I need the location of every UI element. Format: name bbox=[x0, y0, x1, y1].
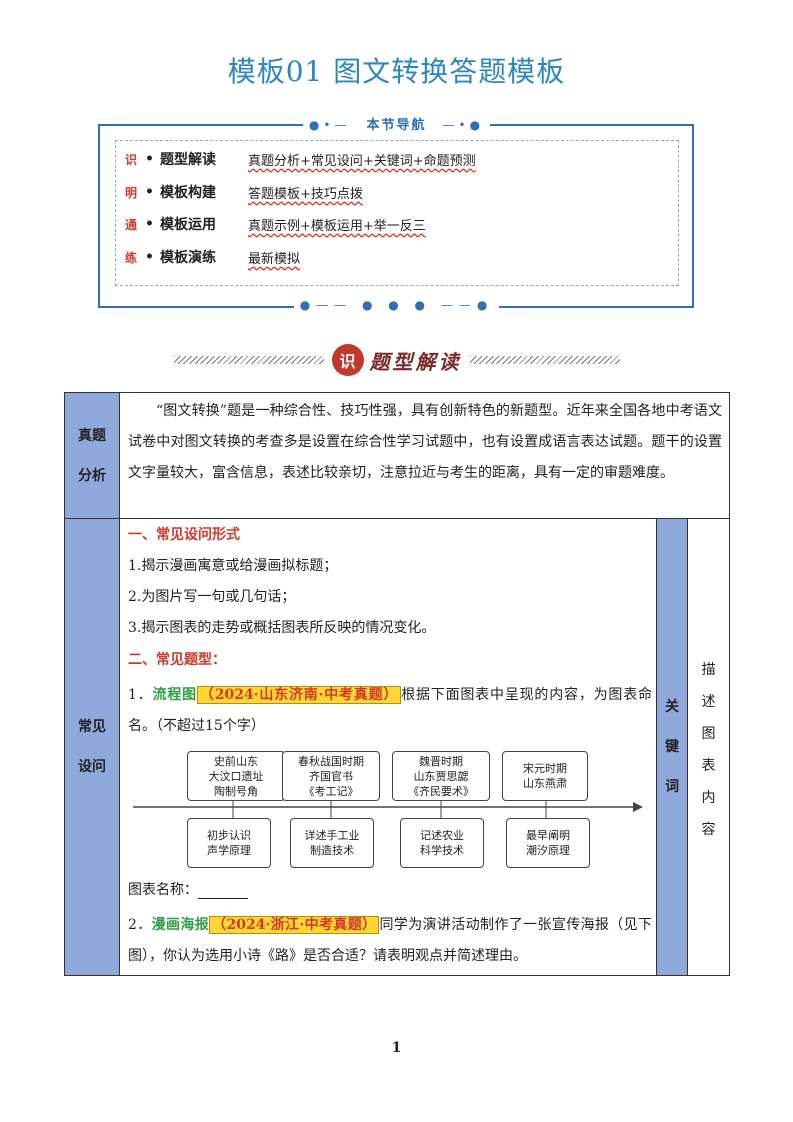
question-type-label: 流程图 bbox=[152, 687, 197, 703]
part1-item: 3.揭示图表的走势或概括图表所反映的情况变化。 bbox=[128, 620, 436, 636]
flow-box-bottom-1: 初步认识声学原理 bbox=[187, 818, 271, 868]
nav-item-name: 模板运用 bbox=[159, 217, 216, 233]
nav-row-4[interactable]: 练 • 模板演练 最新模拟 bbox=[125, 245, 300, 269]
analysis-text: “图文转换”题是一种综合性、技巧性强，具有创新特色的新题型。近年来全国各地中考语… bbox=[128, 403, 722, 481]
nav-item-desc: 真题分析+常见设问+关键词+命题预测 bbox=[247, 153, 476, 169]
row-head-questions: 常见设问 bbox=[65, 519, 119, 975]
row-head-analysis: 真题分析 bbox=[65, 393, 119, 518]
flow-box-top-2: 春秋战国时期齐国官书《考工记》 bbox=[282, 751, 380, 801]
hatch-decor bbox=[469, 356, 620, 364]
decor-dots-icon: ●•— bbox=[302, 118, 357, 132]
nav-item-name: 题型解读 bbox=[159, 152, 216, 168]
content-table bbox=[64, 392, 730, 976]
chart-name-label: 图表名称： bbox=[128, 882, 198, 898]
nav-row-3[interactable]: 通 • 模板运用 真题示例+模板运用+举一反三 bbox=[125, 212, 426, 236]
nav-item-desc: 答题模板+技巧点拨 bbox=[247, 186, 363, 202]
source-badge: （2024·山东济南·中考真题） bbox=[196, 686, 402, 704]
nav-tag: 通 bbox=[125, 217, 138, 232]
keyword-head: 关键词 bbox=[657, 519, 687, 975]
nav-item-desc: 最新模拟 bbox=[247, 251, 300, 267]
nav-item-name: 模板演练 bbox=[159, 250, 216, 266]
nav-item-name: 模板构建 bbox=[159, 185, 216, 201]
nav-inner-box bbox=[115, 140, 679, 286]
nav-item-desc: 真题示例+模板运用+举一反三 bbox=[247, 218, 426, 234]
divider bbox=[119, 393, 120, 975]
part1-item: 2.为图片写一句或几句话； bbox=[128, 589, 296, 605]
timeline-flowchart bbox=[133, 800, 643, 818]
flow-box-top-3: 魏晋时期山东贾思勰《齐民要术》 bbox=[392, 751, 490, 801]
decor-dots-icon: —•● bbox=[436, 118, 491, 132]
question-type-label: 漫画海报 bbox=[151, 917, 210, 933]
page-number: 1 bbox=[391, 1040, 402, 1056]
bullet-icon: • bbox=[145, 184, 154, 200]
nav-tag: 练 bbox=[125, 250, 138, 265]
section-title: 题型解读 bbox=[369, 349, 462, 374]
hatch-decor bbox=[173, 356, 324, 364]
nav-heading-label: 本节导航 bbox=[356, 118, 437, 133]
bullet-icon: • bbox=[145, 151, 154, 167]
nav-tag: 识 bbox=[125, 152, 138, 167]
nav-tag: 明 bbox=[125, 185, 138, 200]
nav-row-1[interactable]: 识 • 题型解读 真题分析+常见设问+关键词+命题预测 bbox=[125, 147, 476, 171]
flow-box-bottom-4: 最早阐明潮汐原理 bbox=[506, 818, 590, 868]
part1-title: 一、常见设问形式 bbox=[128, 527, 240, 543]
part2-title: 二、常见题型： bbox=[128, 652, 226, 668]
bullet-icon: • bbox=[145, 216, 154, 232]
nav-row-2[interactable]: 明 • 模板构建 答题模板+技巧点拨 bbox=[125, 180, 363, 204]
keyword-text: 描述图 表内容 bbox=[701, 662, 716, 838]
part1-item: 1.揭示漫画寓意或给漫画拟标题； bbox=[128, 558, 338, 574]
source-badge: （2024·浙江·中考真题） bbox=[209, 916, 380, 934]
question-2: 2．漫画海报（2024·浙江·中考真题）同学为演讲活动制作了一张宣传海报（见下图… bbox=[128, 916, 653, 964]
section-nav-heading: ●•—本节导航—•● bbox=[0, 114, 793, 133]
divider bbox=[65, 518, 729, 519]
seal-icon: 识 bbox=[331, 344, 364, 376]
flow-box-bottom-2: 详述手工业制造技术 bbox=[290, 818, 374, 868]
flow-box-top-4: 宋元时期山东燕肃 bbox=[502, 751, 588, 801]
divider bbox=[656, 519, 657, 975]
divider bbox=[687, 519, 688, 975]
chart-name-line: 图表名称： bbox=[128, 875, 248, 905]
decor-dots-icon: ●—— ● ● ● ——● bbox=[0, 298, 793, 312]
answer-blank[interactable] bbox=[198, 882, 248, 899]
flow-box-bottom-3: 记述农业科学技术 bbox=[400, 818, 484, 868]
page-title: 模板01 图文转换答题模板 bbox=[227, 55, 566, 88]
bullet-icon: • bbox=[145, 249, 154, 265]
flow-box-top-1: 史前山东大汶口遗址陶制号角 bbox=[187, 751, 285, 801]
section-banner: 识 题型解读 bbox=[0, 340, 793, 380]
question-1: 1．流程图（2024·山东济南·中考真题）根据下面图表中呈现的内容，为图表命名。… bbox=[128, 686, 653, 734]
